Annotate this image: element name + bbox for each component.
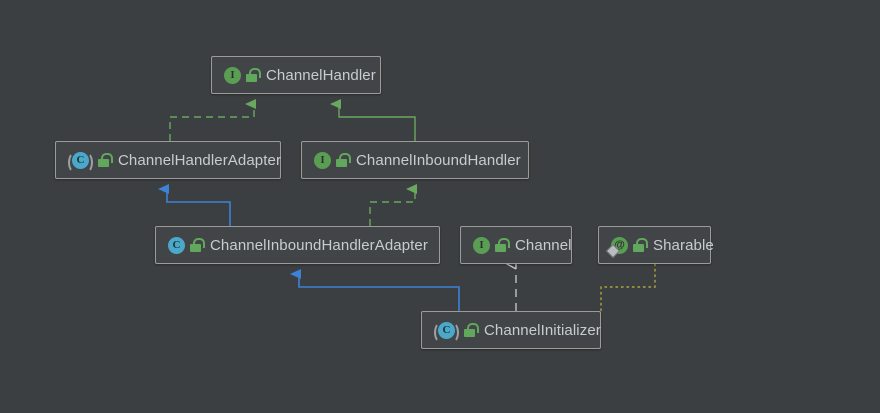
interface-icon: I [473,236,490,254]
interface-icon: I [314,151,331,169]
abstract-class-icon: C [434,321,459,343]
node-label: ChannelInboundHandlerAdapter [210,236,428,254]
node-icons: I [314,151,351,169]
abstract-class-icon: C [68,151,93,173]
unlocked-padlock-icon [633,238,648,252]
unlocked-padlock-icon [246,68,261,82]
node-channel-inbound-handler-adapter[interactable]: C ChannelInboundHandlerAdapter [155,226,440,264]
node-channel-handler-adapter[interactable]: C ChannelHandlerAdapter [55,141,281,179]
edge-inboundadapter-extends-adapter [158,184,231,226]
node-icons: C [434,321,479,343]
unlocked-padlock-icon [336,153,351,167]
unlocked-padlock-icon [98,153,113,167]
unlocked-padlock-icon [495,238,510,252]
node-channel-handler[interactable]: I ChannelHandler [211,56,381,94]
node-channel-inbound-handler[interactable]: I ChannelInboundHandler [301,141,529,179]
class-icon: C [72,151,89,169]
node-label: Channel [515,236,572,254]
class-icon: C [168,236,185,254]
node-label: ChannelInitializer [484,321,601,339]
edge-initializer-extends-inboundadapter [290,269,460,311]
node-channel[interactable]: I Channel [460,226,572,264]
node-label: ChannelHandlerAdapter [118,151,282,169]
node-icons: C [68,151,113,173]
edge-inbound-extends-handler [330,99,416,141]
node-label: Sharable [653,236,714,254]
unlocked-padlock-icon [190,238,205,252]
node-channel-initializer[interactable]: C ChannelInitializer [421,311,601,349]
node-sharable[interactable]: @ Sharable [598,226,714,264]
node-label: ChannelHandler [266,66,376,84]
node-icons: I [473,236,510,254]
node-icons: @ [605,236,648,258]
interface-icon: I [224,66,241,84]
unlocked-padlock-icon [464,323,479,337]
node-icons: I [224,66,261,84]
edge-inboundadapter-implements-inbound [369,184,417,226]
class-icon: C [438,321,455,339]
node-label: ChannelInboundHandler [356,151,521,169]
annotation-icon: @ [605,236,628,258]
edge-initializer-annotated-sharable [600,263,656,312]
node-icons: C [168,236,205,254]
edge-adapter-implements-handler [169,99,256,141]
